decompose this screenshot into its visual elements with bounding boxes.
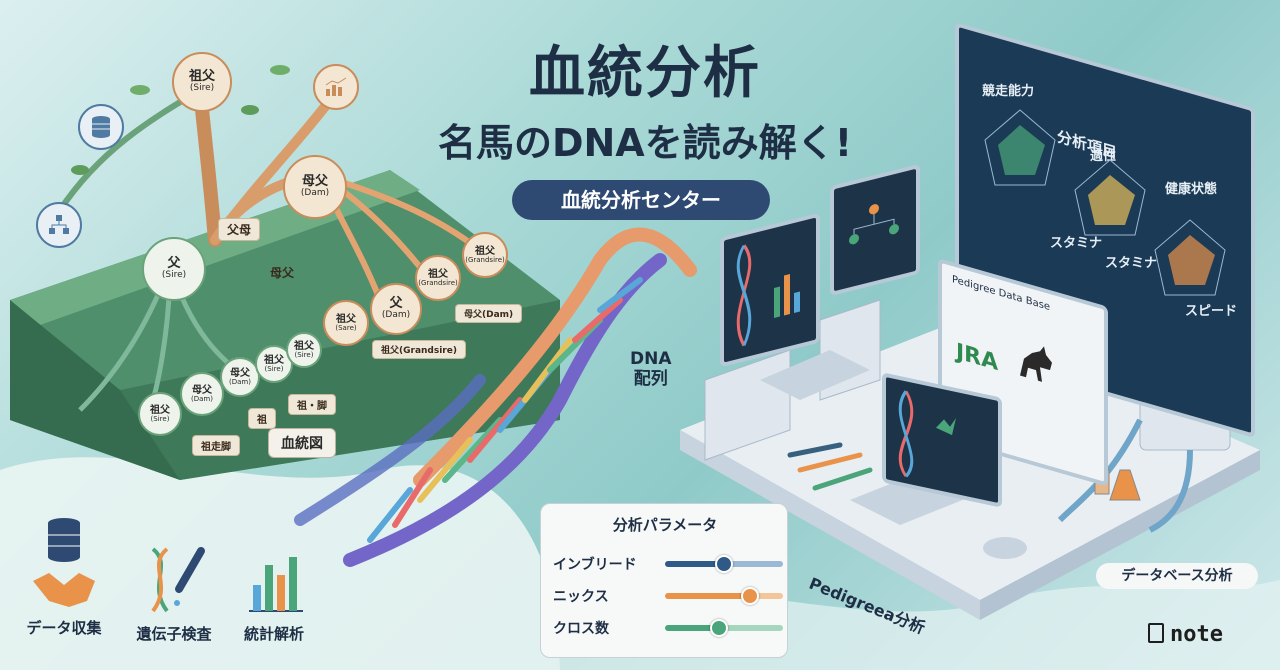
tag-fubo: 父母	[218, 218, 261, 241]
page-title: 血統分析	[529, 41, 761, 106]
tag-low-b: 祖	[248, 408, 276, 429]
database-analysis-caption: データベース分析	[1096, 563, 1258, 589]
radar-label-health: 健康状態	[1165, 182, 1218, 197]
param-slider-nicks[interactable]	[740, 587, 759, 605]
radar-label-stamina-2: スタミナ	[1105, 256, 1158, 271]
statistics-item: 統計解析	[224, 545, 324, 644]
note-logo: note	[1148, 622, 1223, 647]
param-row-inbreed: インブリード	[553, 552, 783, 574]
analysis-center-badge: 血統分析センター	[512, 180, 770, 220]
node-low-3: 母父 (Dam)	[220, 357, 260, 397]
database-handshake-icon	[33, 518, 95, 607]
radar-charts	[984, 109, 1226, 296]
tag-bofu-right: 母父(Dam)	[455, 304, 523, 323]
page-subtitle: 名馬のDNAを読み解く!	[437, 121, 853, 165]
note-logo-icon	[1148, 623, 1164, 643]
param-label-nicks: ニックス	[553, 589, 609, 605]
param-row-cross: クロス数	[553, 616, 783, 638]
node-sire: 父 (Sire)	[142, 237, 206, 301]
jra-logo: JRA	[956, 339, 999, 377]
tag-bofu: 母父	[270, 266, 295, 280]
tag-low-a: 祖走脚	[192, 435, 240, 456]
database-icon	[78, 104, 124, 150]
node-damsire: 母父 (Dam)	[283, 155, 347, 219]
param-label-inbreed: インブリード	[553, 557, 637, 573]
param-track-nicks[interactable]	[665, 593, 783, 599]
lower-monitor	[882, 372, 1002, 508]
node-grandsire-r2: 祖父 (Sare)	[323, 300, 369, 346]
node-low-5: 祖父 (Sire)	[286, 332, 322, 368]
node-low-1: 祖父 (Sire)	[138, 392, 182, 436]
param-row-nicks: ニックス	[553, 584, 783, 606]
radar-label-stamina-1: スタミナ	[1050, 236, 1103, 251]
node-grandsire-r1: 祖父 (Grandsire)	[462, 232, 508, 278]
dna-dropper-icon	[151, 547, 205, 613]
horse-icon	[1020, 346, 1052, 382]
node-grandsire-r1b: 祖父 (Grandsire)	[415, 255, 461, 301]
database-monitor: Pedigree Data Base JRA	[938, 258, 1108, 487]
network-icon	[36, 202, 82, 248]
node-low-2: 母父 (Dam)	[180, 372, 224, 416]
node-dam-r: 父 (Dam)	[370, 283, 422, 335]
data-collection-item: データ収集	[14, 515, 114, 638]
dna-label: DNA 配列	[630, 349, 672, 389]
bar-chart-icon	[249, 557, 303, 612]
param-slider-cross[interactable]	[710, 619, 729, 637]
chart-icon	[313, 64, 359, 110]
radar-label-ability: 競走能力	[982, 84, 1035, 99]
tag-low-c: 祖・脚	[288, 394, 336, 415]
node-grandsire-top: 祖父 (Sire)	[172, 52, 232, 112]
tag-sofu-grandsire: 祖父(Grandsire)	[372, 340, 466, 359]
pedigree-chart-label: 血統図	[268, 428, 336, 458]
dna-monitor	[720, 212, 820, 368]
parameter-panel: 分析パラメータ インブリード ニックス クロス数	[540, 503, 788, 658]
radar-label-speed: スピード	[1185, 304, 1238, 319]
tree-monitor	[830, 163, 920, 297]
param-label-cross: クロス数	[553, 621, 609, 637]
param-slider-inbreed[interactable]	[715, 555, 733, 573]
parameter-panel-title: 分析パラメータ	[612, 516, 718, 534]
genetic-test-item: 遺伝子検査	[124, 545, 224, 644]
